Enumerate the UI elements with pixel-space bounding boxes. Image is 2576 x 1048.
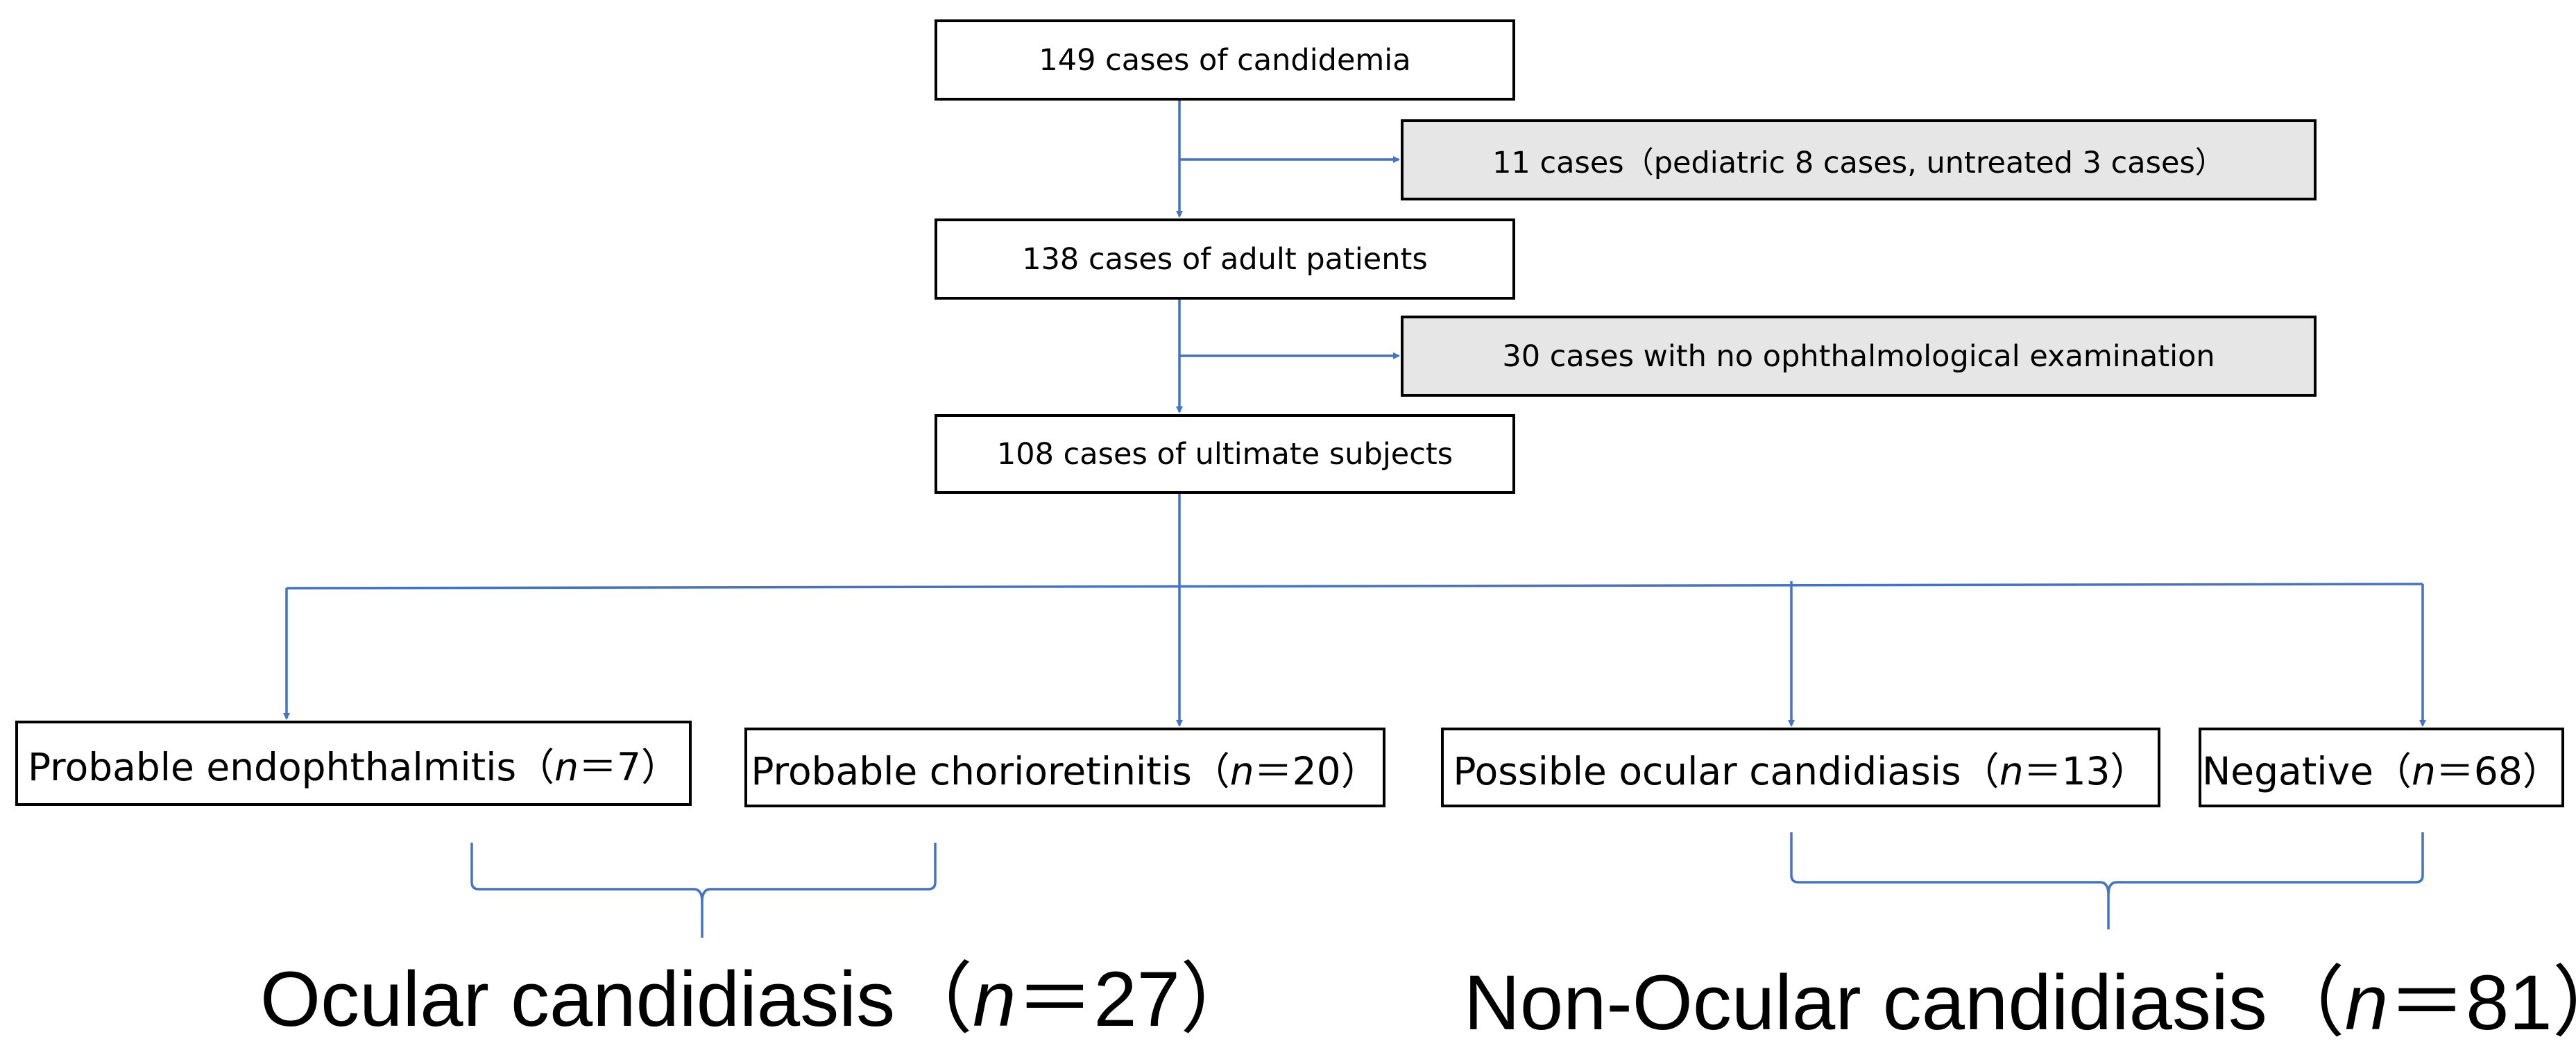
chorioretinitis-label: Probable chorioretinitis（n＝20）: [751, 748, 1379, 793]
line-split-bar: [286, 583, 2423, 590]
box-candidemia-text: 149 cases of candidemia: [1039, 42, 1411, 78]
group-non-ocular-candidiasis: Non-Ocular candidiasis（n＝81）: [1464, 959, 2576, 1046]
box-adult-patients-text: 138 cases of adult patients: [1022, 241, 1428, 277]
box-subjects-text: 108 cases of ultimate subjects: [996, 436, 1453, 472]
box-excluded-pediatric-untreated: 11 cases（pediatric 8 cases, untreated 3 …: [1401, 119, 2317, 200]
box-excluded-1-text: 11 cases（pediatric 8 cases, untreated 3 …: [1492, 145, 2225, 180]
box-excluded-2-text: 30 cases with no ophthalmological examin…: [1502, 338, 2215, 374]
box-ultimate-subjects: 108 cases of ultimate subjects: [935, 414, 1515, 494]
negative-label: Negative（n＝68）: [2202, 748, 2561, 793]
brace-non-ocular: [1790, 832, 2424, 929]
endophthalmitis-label: Probable endophthalmitis（n＝7）: [27, 744, 680, 789]
box-probable-endophthalmitis: Probable endophthalmitis（n＝7）: [15, 721, 692, 806]
box-excluded-no-exam: 30 cases with no ophthalmological examin…: [1401, 316, 2317, 397]
box-adult-patients: 138 cases of adult patients: [935, 218, 1515, 300]
box-probable-chorioretinitis: Probable chorioretinitis（n＝20）: [744, 728, 1385, 807]
box-negative: Negative（n＝68）: [2199, 728, 2564, 807]
box-candidemia-cases: 149 cases of candidemia: [935, 19, 1515, 101]
possible-ocular-label: Possible ocular candidiasis（n＝13）: [1453, 748, 2149, 793]
box-possible-ocular-candidiasis: Possible ocular candidiasis（n＝13）: [1441, 728, 2160, 807]
brace-ocular: [470, 843, 937, 938]
group-ocular-candidiasis: Ocular candidiasis（n＝27）: [260, 956, 1258, 1042]
